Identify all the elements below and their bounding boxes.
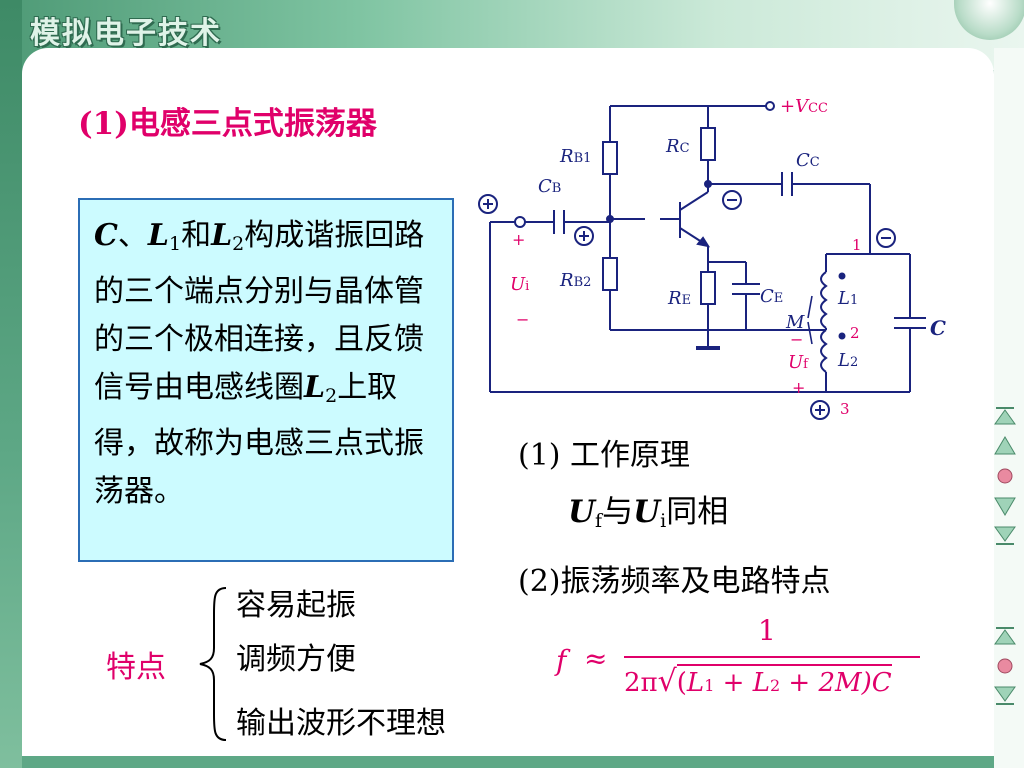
formula-denominator: 2π√(L1 + L2 + 2M)C (624, 664, 892, 699)
symbol-uf: U (568, 494, 596, 530)
symbol-l2-feedback: L (304, 370, 326, 405)
home-icon[interactable] (990, 652, 1020, 680)
frequency-formula: f ≈ 1 2π√(L1 + L2 + 2M)C (552, 614, 922, 704)
formula-approx: ≈ (584, 642, 608, 675)
first-slide-icon[interactable] (990, 622, 1020, 650)
course-title: 模拟电子技术 (30, 16, 222, 51)
features-label: 特点 (106, 650, 166, 685)
symbol-c: C (94, 218, 118, 253)
feature-item: 输出波形不理想 (236, 706, 446, 741)
principle-heading: (1) 工作原理 (518, 438, 691, 473)
last-slide-icon[interactable] (990, 682, 1020, 710)
symbol-l2: L (211, 218, 233, 253)
formula-f: f (556, 644, 567, 677)
frequency-heading: (2)振荡频率及电路特点 (518, 564, 831, 599)
home-icon[interactable] (990, 462, 1020, 490)
prev-slide-icon[interactable] (990, 432, 1020, 460)
sub-f: f (595, 510, 603, 532)
phase-relation: Uf与Ui同相 (568, 486, 728, 532)
text-and: 和 (181, 218, 212, 253)
feature-item: 调频方便 (236, 642, 356, 677)
sub-l2-feedback: 2 (325, 385, 338, 407)
text-sep: 、 (117, 218, 148, 253)
symbol-l1: L (147, 218, 169, 253)
text-same-phase: 同相 (666, 494, 729, 530)
sub-l1: 1 (168, 233, 182, 255)
slide-title: (1)电感三点式振荡器 (78, 106, 377, 142)
left-band (0, 0, 22, 768)
oscillator-circuit-diagram (478, 101, 926, 420)
description-box: C、L1和L2构成谐振回路的三个端点分别与晶体管的三个极相连接，且反馈信号由电感… (78, 198, 454, 562)
next-slide-icon[interactable] (990, 492, 1020, 520)
description-text-2: 上取得，故称为电感三点式振荡器。 (94, 370, 424, 509)
text-with: 与 (602, 494, 634, 530)
sub-i: i (660, 510, 667, 532)
brace-icon (199, 587, 227, 741)
last-slide-icon[interactable] (990, 522, 1020, 550)
description-text-1: 构成谐振回路的三个端点分别与晶体管的三个极相连接，且反馈信号由电感线圈 (94, 218, 425, 405)
first-slide-icon[interactable] (990, 402, 1020, 430)
formula-numerator: 1 (758, 614, 776, 647)
fraction-bar (624, 656, 920, 658)
symbol-ui: U (633, 494, 661, 530)
sub-l2: 2 (232, 233, 245, 255)
feature-item: 容易起振 (236, 588, 356, 623)
